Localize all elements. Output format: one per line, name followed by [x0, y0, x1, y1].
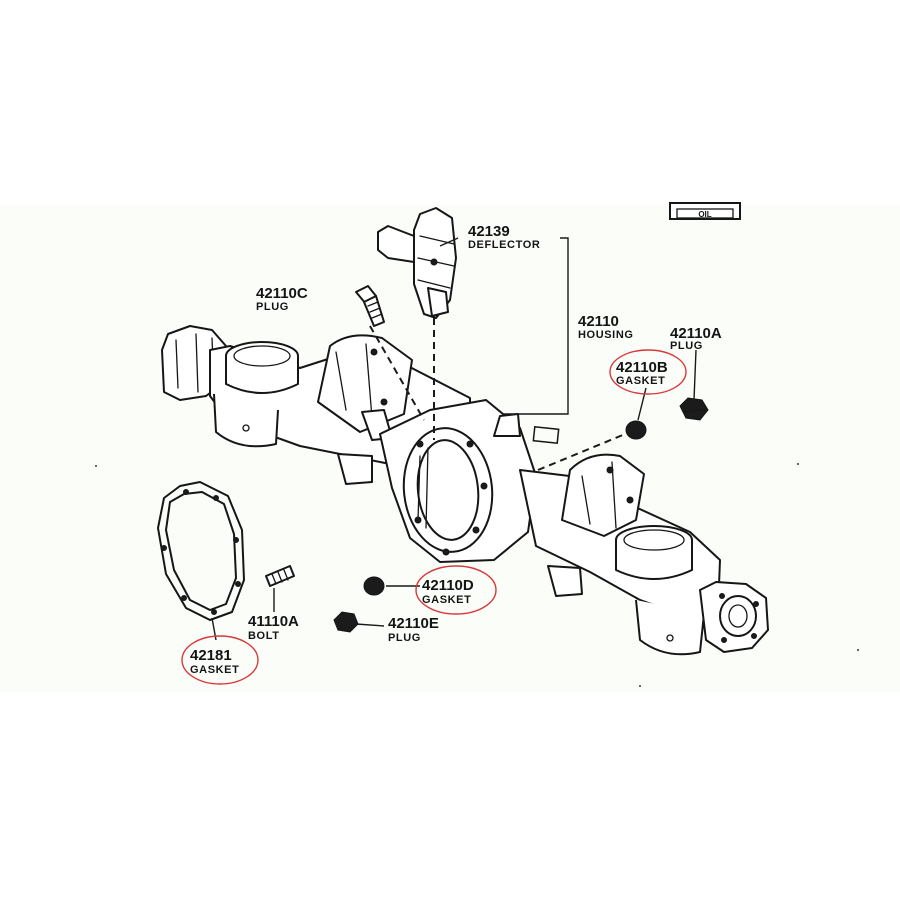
callout-42110b-name: GASKET — [616, 375, 665, 387]
oil-badge: OIL — [669, 202, 741, 220]
callout-42139-name: DEFLECTOR — [468, 239, 540, 251]
callout-42110d-number: 42110D — [422, 577, 474, 594]
gasket-42110d-part — [363, 576, 385, 596]
axle-housing-42110 — [161, 325, 769, 656]
callout-42110-name: HOUSING — [578, 329, 634, 341]
callout-42181: 42181 GASKET — [181, 635, 259, 685]
callout-42110a-name: PLUG — [670, 340, 703, 352]
oil-badge-text: OIL — [698, 210, 711, 219]
callout-42110c-name: PLUG — [256, 301, 289, 313]
plug-42110e-part — [333, 611, 359, 633]
callout-42110: 42110 HOUSING — [578, 313, 634, 341]
gasket-42110b-part — [625, 420, 647, 440]
callout-42181-name: GASKET — [190, 664, 239, 676]
plug-42110c-part — [355, 285, 385, 327]
callout-42110a-number: 42110A — [670, 325, 722, 342]
callout-42110e-number: 42110E — [388, 615, 439, 632]
highlight-circle-42110b — [609, 349, 687, 395]
bolt-41110a-part — [265, 565, 295, 587]
callout-42139-number: 42139 — [468, 223, 510, 240]
scan-specks — [95, 463, 859, 687]
callout-41110a: 41110A BOLT — [248, 613, 299, 642]
callout-42110a: 42110A PLUG — [670, 325, 722, 352]
callout-42181-number: 42181 — [190, 647, 232, 664]
callout-42110d-name: GASKET — [422, 594, 471, 606]
callout-42110b: 42110B GASKET — [609, 349, 687, 395]
highlight-circle-42110d — [415, 565, 497, 615]
callout-41110a-name: BOLT — [248, 630, 280, 642]
callout-42139: 42139 DEFLECTOR — [468, 223, 540, 251]
callout-41110a-number: 41110A — [248, 613, 299, 630]
plug-42110a-part — [679, 397, 709, 421]
deflector-part — [377, 207, 457, 319]
callout-42110e-name: PLUG — [388, 632, 421, 644]
callout-42110-number: 42110 — [578, 313, 619, 330]
callout-42110d: 42110D GASKET — [415, 565, 497, 615]
callout-42110c-number: 42110C — [256, 285, 308, 302]
callout-42110c: 42110C PLUG — [256, 285, 308, 313]
leader-lines — [211, 237, 697, 641]
cover-gasket-42181-part — [157, 481, 245, 621]
highlight-circle-42181 — [181, 635, 259, 685]
callout-42110e: 42110E PLUG — [388, 615, 439, 644]
callout-42110b-number: 42110B — [616, 359, 668, 376]
